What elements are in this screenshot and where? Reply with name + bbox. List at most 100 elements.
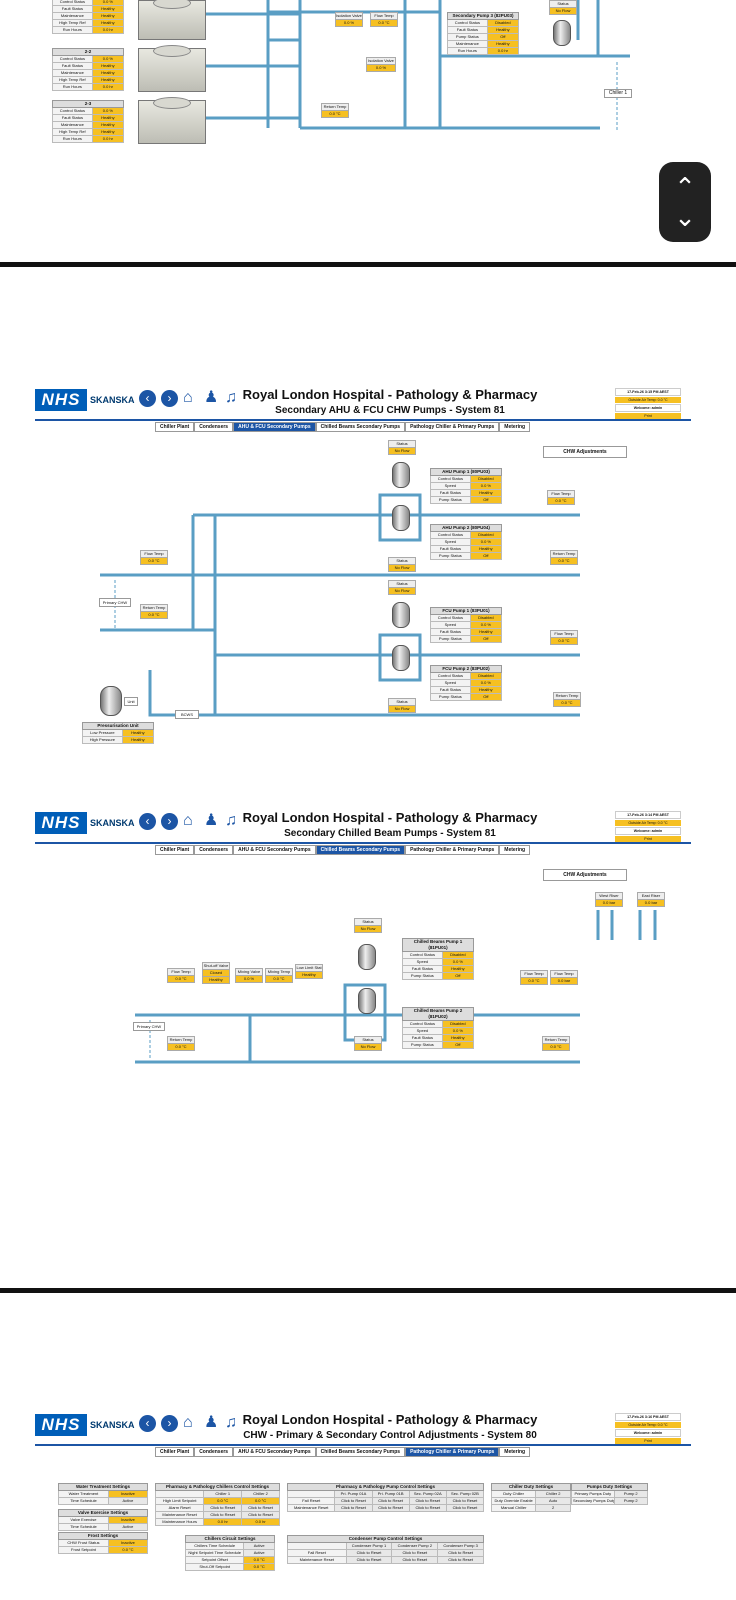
row-label: Time Schedule: [59, 1524, 108, 1530]
reset-button[interactable]: Click to Reset: [445, 1505, 484, 1511]
column-header: Condenser Pump 2: [391, 1543, 438, 1549]
alarm-bell-icon[interactable]: ♫: [225, 1414, 237, 1431]
pump-icon: [392, 505, 410, 531]
row-label: High Temp Ref: [53, 129, 92, 135]
tab-chiller-plant[interactable]: Chiller Plant: [155, 845, 195, 855]
tab-chilled-beams[interactable]: Chilled Beams Secondary Pumps: [315, 1447, 406, 1457]
reset-button[interactable]: Click to Reset: [334, 1498, 372, 1504]
chiller-unit: [138, 97, 206, 144]
tab-ahu-fcu[interactable]: AHU & FCU Secondary Pumps: [233, 422, 316, 432]
table-title: Chilled Beams Pump 2 (81PU02): [402, 1007, 474, 1021]
alarm-bell-icon[interactable]: ♫: [225, 812, 237, 829]
forward-icon[interactable]: ›: [161, 813, 178, 830]
reset-button[interactable]: Click to Reset: [345, 1550, 392, 1556]
chw-adjustments-button[interactable]: CHW Adjustments: [543, 869, 627, 881]
row-label: Pump Status: [403, 973, 442, 979]
reset-button[interactable]: Click to Reset: [408, 1498, 446, 1504]
chevron-up-icon[interactable]: ⌃: [674, 172, 696, 202]
tab-pathology[interactable]: Pathology Chiller & Primary Pumps: [405, 845, 500, 855]
row-label: Pump Status: [403, 1042, 442, 1048]
tab-condensers[interactable]: Condensers: [194, 422, 234, 432]
reset-button[interactable]: Click to Reset: [391, 1557, 438, 1563]
print-button[interactable]: Print: [615, 836, 681, 842]
row-label: Pump Status: [431, 694, 470, 700]
tab-ahu-fcu[interactable]: AHU & FCU Secondary Pumps: [233, 845, 316, 855]
reset-button[interactable]: Click to Reset: [203, 1512, 242, 1518]
tab-metering[interactable]: Metering: [499, 422, 531, 432]
home-icon[interactable]: ⌂: [183, 812, 193, 829]
pump-icon: [392, 645, 410, 671]
reset-button[interactable]: Click to Reset: [445, 1498, 484, 1504]
tab-chiller-plant[interactable]: Chiller Plant: [155, 1447, 195, 1457]
home-icon[interactable]: ⌂: [183, 389, 193, 406]
tab-pathology[interactable]: Pathology Chiller & Primary Pumps: [405, 1447, 500, 1457]
row-value: Healthy: [91, 63, 123, 69]
forward-icon[interactable]: ›: [161, 390, 178, 407]
reset-button[interactable]: Click to Reset: [437, 1550, 484, 1556]
chevron-down-icon[interactable]: ⌄: [674, 202, 696, 232]
table-title: Pharmacy & Pathology Chillers Control Se…: [155, 1483, 280, 1491]
user-settings-icon[interactable]: ♟: [204, 389, 219, 406]
reset-button[interactable]: Click to Reset: [408, 1505, 446, 1511]
print-button[interactable]: Print: [615, 413, 681, 419]
tab-chilled-beams[interactable]: Chilled Beams Secondary Pumps: [315, 845, 406, 855]
tab-condensers[interactable]: Condensers: [194, 1447, 234, 1457]
reset-button[interactable]: Click to Reset: [334, 1505, 372, 1511]
column-header: Chiller 2: [241, 1491, 279, 1497]
row-label: Maintenance Reset: [156, 1512, 204, 1518]
row-label: Control Status: [431, 615, 470, 621]
tab-ahu-fcu[interactable]: AHU & FCU Secondary Pumps: [233, 1447, 316, 1457]
back-icon[interactable]: ‹: [139, 1415, 156, 1432]
print-button[interactable]: Print: [615, 1438, 681, 1444]
reset-button[interactable]: Click to Reset: [371, 1505, 409, 1511]
chiller-1-label[interactable]: Chiller 1: [604, 89, 632, 98]
row-label: Speed: [431, 622, 470, 628]
back-icon[interactable]: ‹: [139, 813, 156, 830]
reset-button[interactable]: Click to Reset: [371, 1498, 409, 1504]
alarm-bell-icon[interactable]: ♫: [225, 389, 237, 406]
user-settings-icon[interactable]: ♟: [204, 812, 219, 829]
reset-button[interactable]: Click to Reset: [391, 1550, 438, 1556]
home-icon[interactable]: ⌂: [183, 1414, 193, 1431]
forward-icon[interactable]: ›: [161, 1415, 178, 1432]
column-header: Pri. Pump 01B: [371, 1491, 409, 1497]
reset-button[interactable]: Click to Reset: [241, 1505, 279, 1511]
tab-pathology[interactable]: Pathology Chiller & Primary Pumps: [405, 422, 500, 432]
info-box: 17-Feb-26 3:14 PM AEST Outside Air Temp:…: [615, 810, 681, 842]
back-icon[interactable]: ‹: [139, 390, 156, 407]
tab-chilled-beams[interactable]: Chilled Beams Secondary Pumps: [315, 422, 406, 432]
column-header: Sec. Pump 02B: [445, 1491, 484, 1497]
info-box: 17-Feb-26 3:16 PM AEST Outside Air Temp:…: [615, 1412, 681, 1444]
row-value: Healthy: [91, 77, 123, 83]
tab-metering[interactable]: Metering: [499, 1447, 531, 1457]
row-label: Control Status: [403, 952, 442, 958]
row-value: Auto: [535, 1498, 570, 1504]
user-settings-icon[interactable]: ♟: [204, 1414, 219, 1431]
tab-chiller-plant[interactable]: Chiller Plant: [155, 422, 195, 432]
reset-button[interactable]: Click to Reset: [241, 1512, 279, 1518]
chw-adjustments-button[interactable]: CHW Adjustments: [543, 446, 627, 458]
reset-button[interactable]: Click to Reset: [203, 1505, 242, 1511]
tab-metering[interactable]: Metering: [499, 845, 531, 855]
row-label: Night Setpoint Time Schedule: [186, 1550, 244, 1556]
tab-condensers[interactable]: Condensers: [194, 845, 234, 855]
row-value: Healthy: [441, 966, 473, 972]
scroll-button[interactable]: ⌃ ⌄: [659, 162, 711, 242]
row-value: Pump 2: [613, 1491, 647, 1497]
reset-button[interactable]: Click to Reset: [345, 1557, 392, 1563]
reset-button[interactable]: Click to Reset: [437, 1557, 484, 1563]
